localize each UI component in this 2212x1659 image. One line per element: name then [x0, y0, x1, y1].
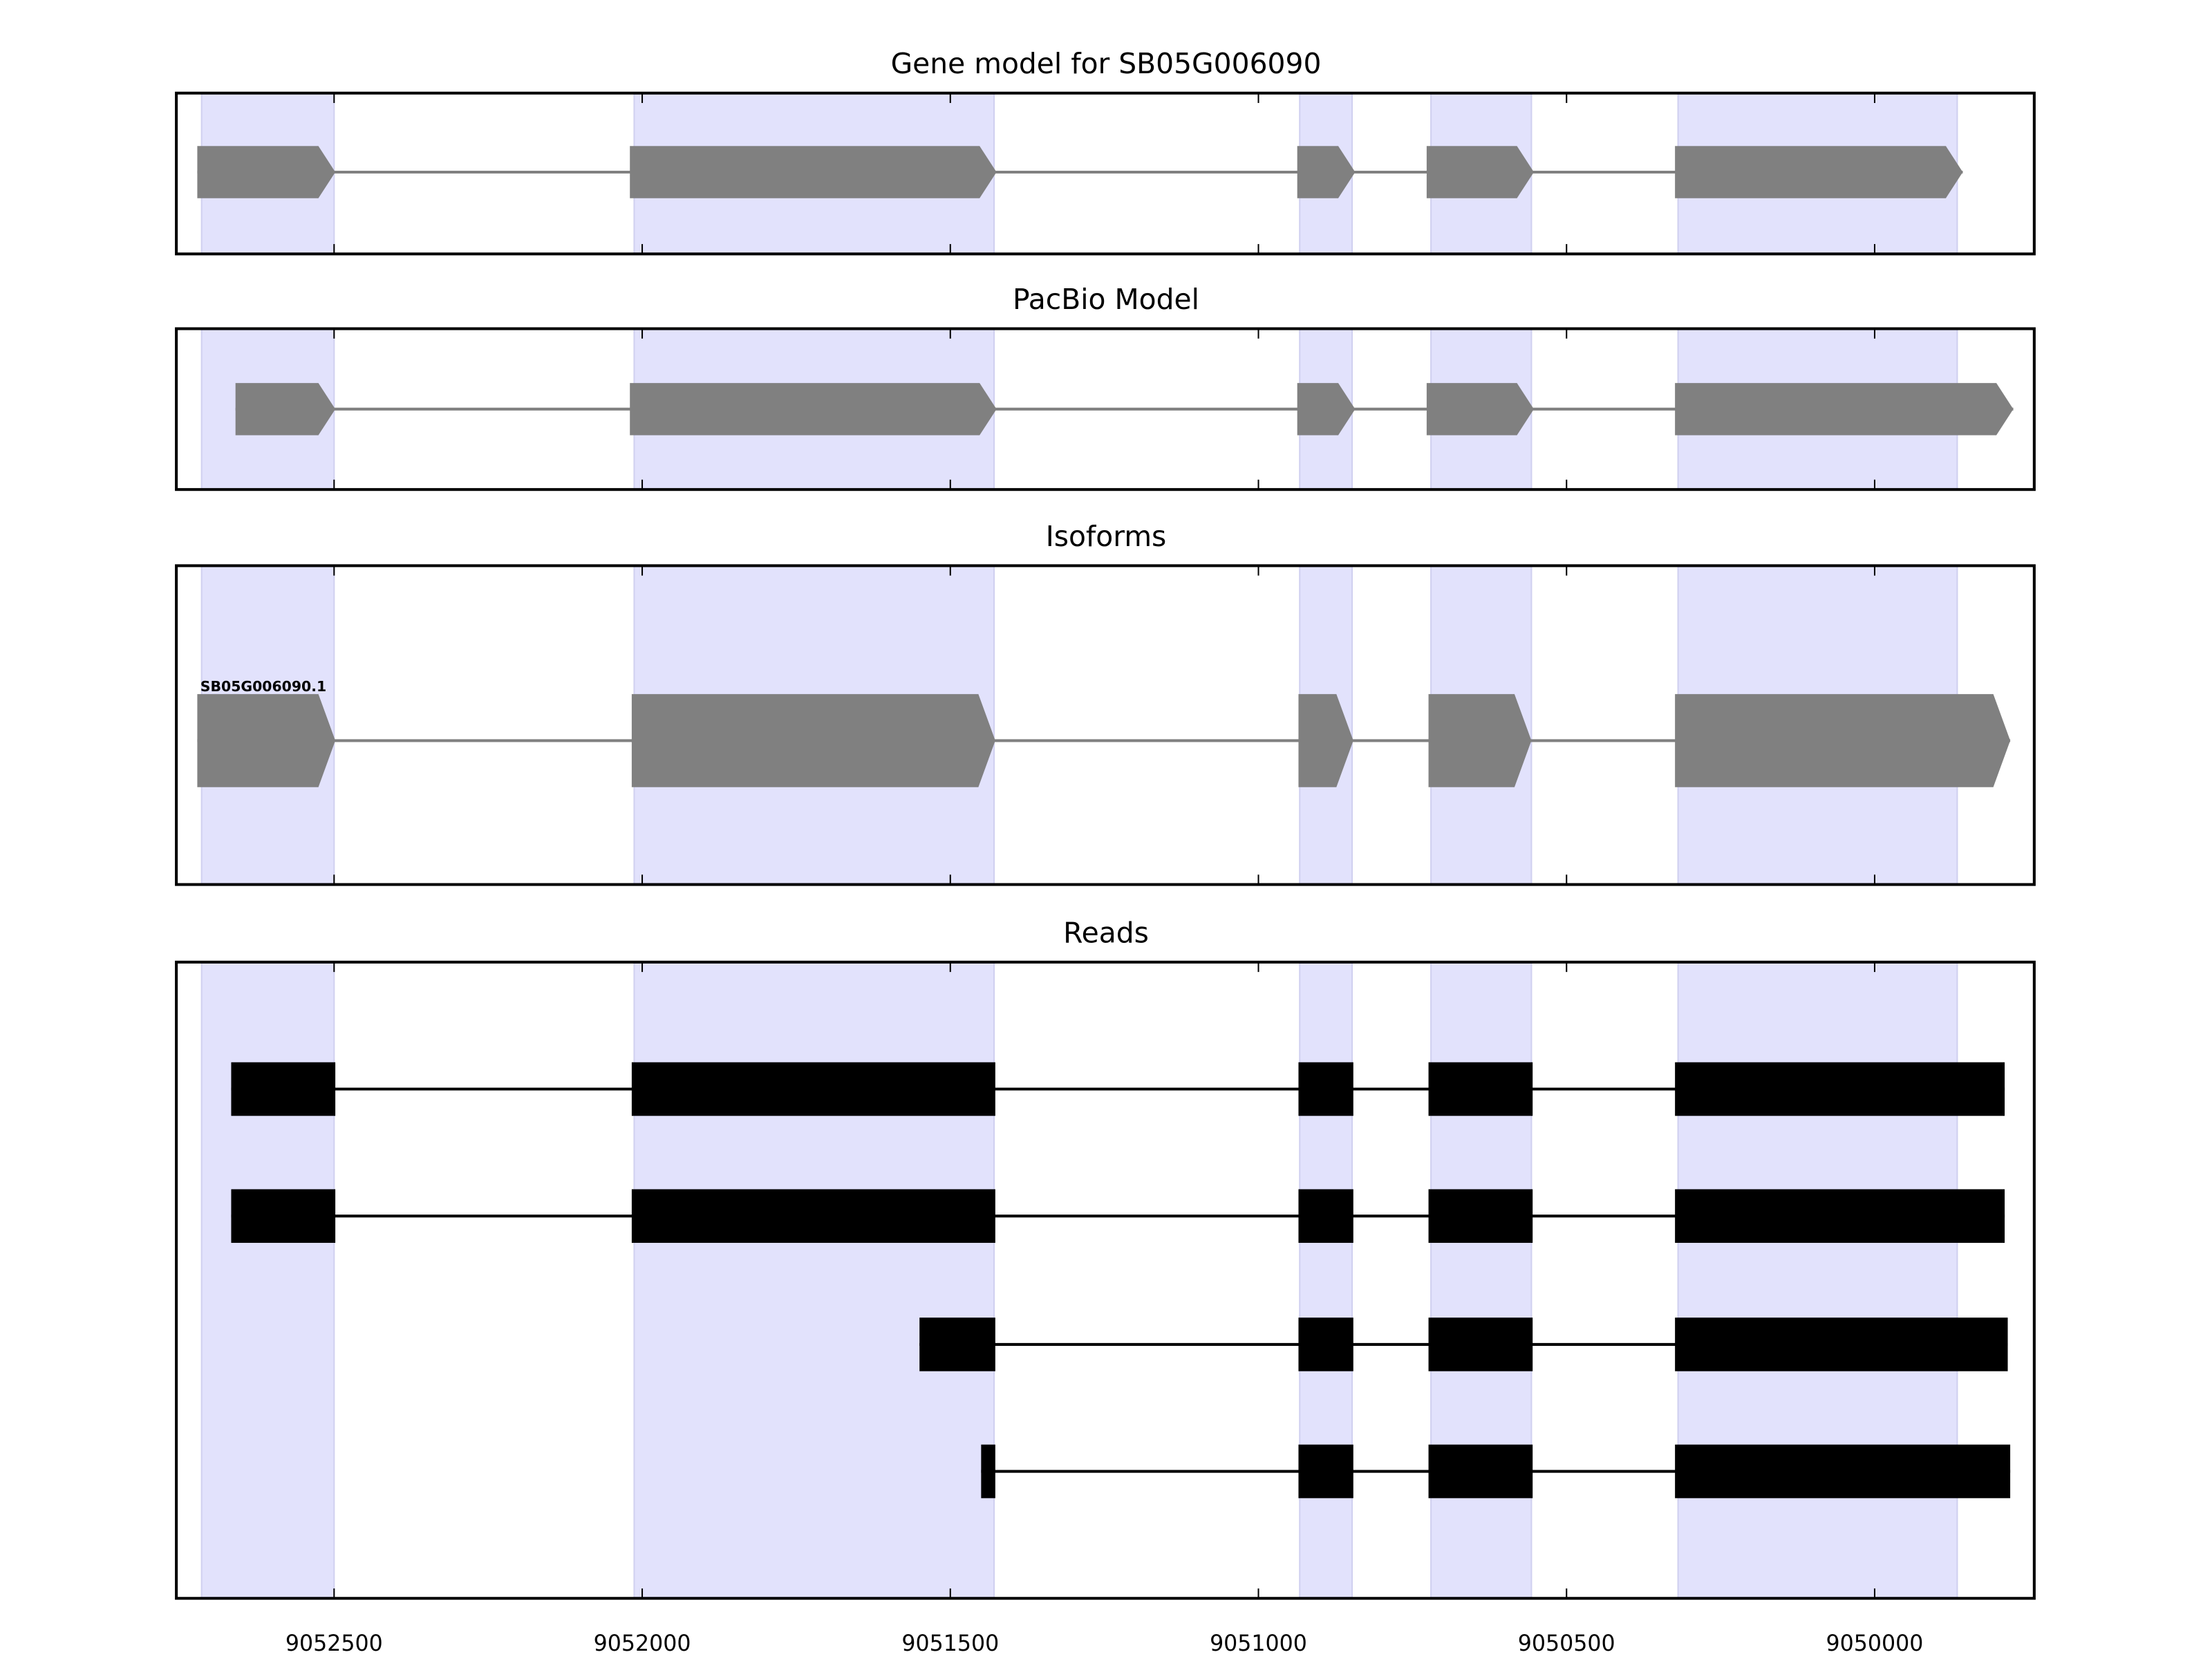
x-tick-label: 9050500	[1518, 1631, 1615, 1656]
x-tick-label: 9052000	[594, 1631, 691, 1656]
panel-title-pacbio: PacBio Model	[1013, 283, 1199, 316]
read-exon-block	[231, 1189, 336, 1243]
exon-arrow	[1297, 146, 1356, 198]
read-exon-block	[1428, 1318, 1533, 1371]
shaded-exon-region	[1299, 961, 1353, 1600]
read-exon-block	[1298, 1062, 1353, 1116]
read-exon-block	[1675, 1062, 2005, 1116]
shaded-exon-region	[633, 961, 995, 1600]
panel-frame	[175, 327, 2036, 491]
read-exon-block	[1298, 1318, 1353, 1371]
exon-arrow	[630, 383, 997, 435]
panel-frame	[175, 960, 2036, 1600]
read-exon-block	[1298, 1189, 1353, 1243]
exon-arrow	[197, 146, 336, 198]
exon-arrow	[1675, 694, 2011, 787]
x-tick-label: 9051000	[1210, 1631, 1307, 1656]
shaded-exon-region	[1677, 961, 1958, 1600]
read-exon-block	[631, 1189, 995, 1243]
shaded-exon-region	[1430, 961, 1533, 1600]
exon-arrow	[1675, 383, 2014, 435]
read-exon-block	[1675, 1444, 2011, 1499]
exon-arrow	[1675, 146, 1963, 198]
read-exon-block	[1675, 1318, 2008, 1371]
panel-title-isoforms: Isoforms	[1046, 520, 1167, 553]
x-tick-label: 9051500	[901, 1631, 999, 1656]
read-exon-block	[1428, 1062, 1533, 1116]
panel-frame	[175, 91, 2036, 256]
panel-title-gene-model: Gene model for SB05G006090	[891, 47, 1322, 80]
exon-arrow	[630, 146, 997, 198]
x-tick-label: 9052500	[285, 1631, 383, 1656]
read-exon-block	[1428, 1444, 1533, 1499]
exon-arrow	[1428, 694, 1532, 787]
exon-arrow	[1297, 383, 1356, 435]
read-exon-block	[981, 1444, 995, 1499]
exon-arrow	[1426, 146, 1534, 198]
panel-frame	[175, 564, 2036, 886]
exon-arrow	[197, 694, 336, 787]
exon-arrow	[631, 694, 995, 787]
isoform-label: SB05G006090.1	[200, 678, 326, 695]
shaded-exon-region	[200, 961, 335, 1600]
read-exon-block	[1298, 1444, 1353, 1499]
exon-arrow	[1298, 694, 1353, 787]
panel-title-reads: Reads	[1063, 916, 1149, 949]
read-exon-block	[919, 1318, 995, 1371]
read-exon-block	[231, 1062, 336, 1116]
exon-arrow	[235, 383, 336, 435]
x-tick-label: 9050000	[1826, 1631, 1924, 1656]
read-exon-block	[631, 1062, 995, 1116]
read-exon-block	[1675, 1189, 2005, 1243]
exon-arrow	[1426, 383, 1534, 435]
read-exon-block	[1428, 1189, 1533, 1243]
